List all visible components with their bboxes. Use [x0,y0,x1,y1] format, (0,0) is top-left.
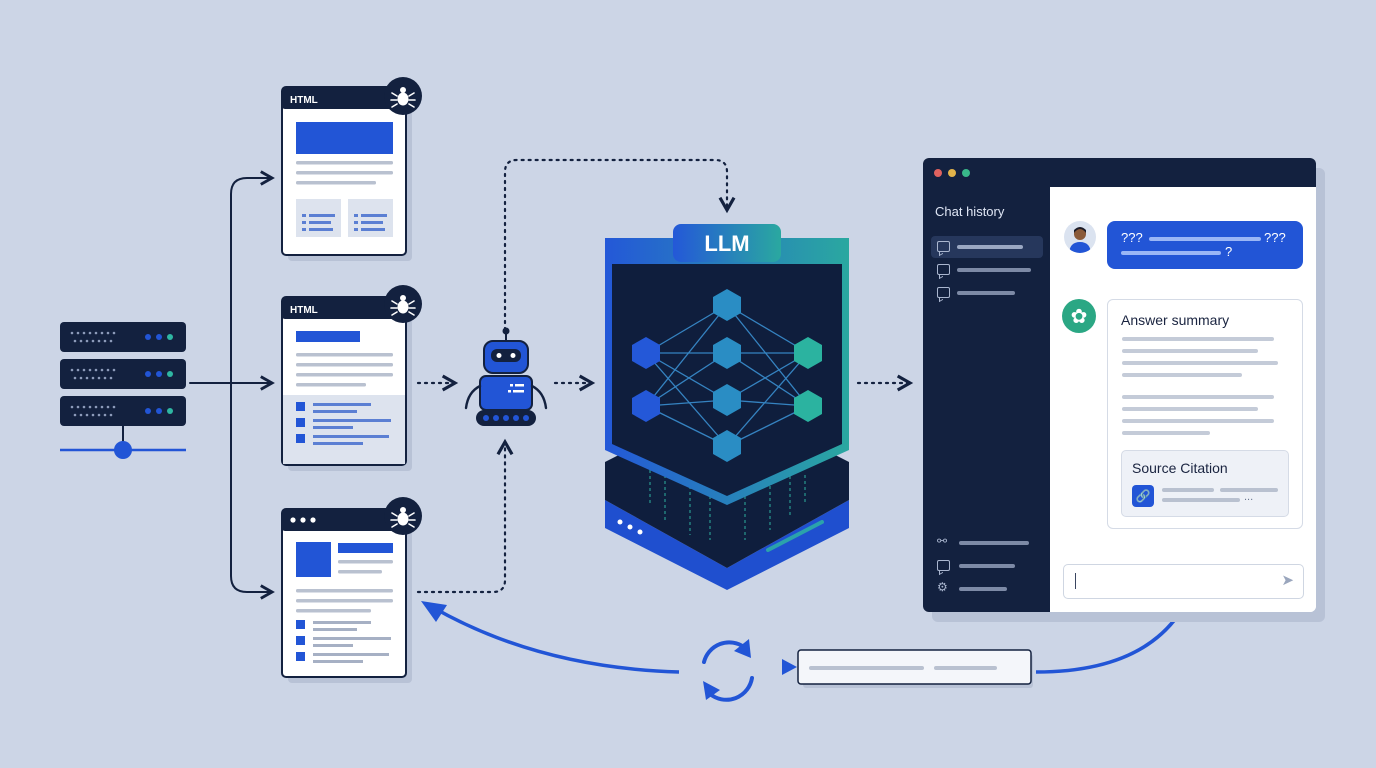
llm-block: LLM [605,224,849,590]
citation-line [1162,488,1214,492]
settings-icon: ⚙ [937,580,948,594]
html-page-card [281,497,422,683]
answer-title: Answer summary [1121,312,1230,328]
server-unit [60,322,186,352]
link-icon[interactable]: 🔗 [1132,485,1154,507]
question-end: ??? [1264,230,1286,245]
dotted-connectors [416,158,914,594]
refresh-icon [702,640,754,702]
citation-line [1220,488,1278,492]
answer-card: Answer summary Source Citation 🔗 ... [1107,299,1303,529]
close-dot[interactable] [934,169,942,177]
question-line [1149,237,1261,241]
answer-line [1122,337,1274,341]
html-page-card: HTML [281,285,422,471]
chat-input[interactable]: ➤ [1063,564,1304,599]
chat-icon [937,241,950,252]
bug-icon [384,77,422,115]
maximize-dot[interactable] [962,169,970,177]
chat-history-title: Chat history [935,204,1005,219]
chat-window: Chat history ⚯ ⚙ [923,158,1316,612]
chat-icon [937,264,950,275]
send-icon[interactable]: ➤ [1281,571,1294,589]
history-item[interactable] [931,259,1043,281]
server-stack-icon [60,322,186,459]
history-item-label [957,268,1031,272]
chat-icon [937,560,950,571]
chat-main: ??? ??? ? ✿ Answer summary Source Citati… [1050,187,1316,612]
window-dots [290,517,316,523]
text-cursor [1075,573,1076,589]
sidebar-settings-item[interactable]: ⚙ [931,578,1043,600]
link-icon: ⚯ [937,534,948,548]
window-titlebar [923,158,1316,187]
citation-ellipsis: ... [1244,491,1254,503]
html-page-card: HTML [281,77,422,261]
answer-line [1122,373,1242,377]
bug-icon [384,285,422,323]
chat-icon [937,287,950,298]
page-header-label: HTML [290,305,318,316]
minimize-dot[interactable] [948,169,956,177]
question-start: ??? [1121,230,1143,245]
question-line [1121,251,1221,255]
sidebar-link-item[interactable]: ⚯ [931,532,1043,554]
sidebar-item-label [959,587,1007,591]
page-header-label: HTML [290,95,318,106]
sidebar-chat-item[interactable] [931,555,1043,577]
citation-line [1162,498,1240,502]
answer-line [1122,395,1274,399]
sidebar-item-label [959,541,1029,545]
neural-net-nodes [632,289,822,462]
history-item[interactable] [931,236,1043,258]
branch-connectors [189,170,275,600]
question-second-end: ? [1225,244,1233,259]
answer-line [1122,361,1278,365]
history-item[interactable] [931,282,1043,304]
history-item-label [957,291,1015,295]
server-unit [60,359,186,389]
user-message-bubble: ??? ??? ? [1107,221,1303,269]
answer-line [1122,349,1258,353]
robot-icon [464,327,548,426]
llm-label: LLM [704,231,749,256]
server-unit [60,396,186,426]
chat-sidebar: Chat history ⚯ ⚙ [923,187,1050,612]
user-avatar [1064,221,1096,253]
openai-icon: ✿ [1062,299,1096,333]
answer-line [1122,431,1210,435]
citation-title: Source Citation [1132,460,1228,476]
sidebar-item-label [959,564,1015,568]
history-item-label [957,245,1023,249]
answer-line [1122,407,1258,411]
answer-line [1122,419,1274,423]
source-citation-card[interactable]: Source Citation 🔗 ... [1121,450,1289,517]
bug-icon [384,497,422,535]
